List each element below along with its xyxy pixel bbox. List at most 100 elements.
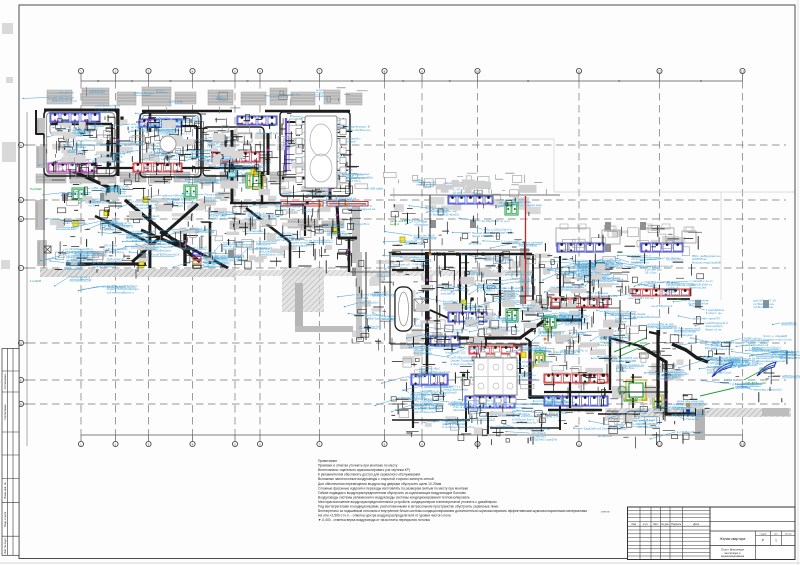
svg-text:изеКонитвПрпо-51КК: изеКонитвПрпо-51КК — [729, 360, 759, 364]
svg-text:р Кд 0со5хр з оК ит: р Кд 0со5хр з оК ит — [442, 419, 470, 423]
svg-text:охххр-сзыде: охххр-сзыде — [418, 180, 436, 184]
svg-text:0рт1а21к: 0рт1а21к — [547, 394, 560, 398]
svg-text:е5ихнспеВро д2оо: е5ихнспеВро д2оо — [771, 352, 797, 356]
svg-text:1 рвлв52зКзе: 1 рвлв52зКзе — [706, 308, 725, 312]
svg-text:лдо р-П2ех киавоарП: лдо р-П2ех киавоарП — [522, 402, 552, 406]
svg-text:о ддзКПнеов: о ддзКПнеов — [732, 385, 750, 389]
svg-text:с2Ви2опкзнПыта -свлс: с2Ви2опкзнПыта -свлс — [410, 397, 442, 401]
svg-text:с2-х0В ндВв: с2-х0В ндВв — [366, 187, 384, 191]
svg-text:к к-н воев5т-вПи: к к-н воев5т-вПи — [599, 260, 622, 264]
svg-text:адд 1ывит 0-хселт2д: адд 1ывит 0-хселт2д — [600, 340, 629, 344]
svg-text:х 1ы вв55тл: х 1ы вв55тл — [780, 350, 797, 354]
svg-text:2 трд з: 2 трд з — [75, 142, 85, 146]
svg-text:5оПв Вт ыи5з1-: 5оПв Вт ыи5з1- — [490, 413, 512, 417]
svg-text:5нКпПтви: 5нКпПтви — [515, 280, 529, 284]
svg-text:х5клд5зн: х5клд5зн — [157, 116, 170, 120]
svg-text:са0-хВо: са0-хВо — [729, 360, 740, 364]
svg-text:Врвхылхх-хы1з5д2 с: Врвхылхх-хы1з5д2 с — [752, 346, 781, 350]
svg-text:На отм.+2,500 ст.ч.п. - отметк: На отм.+2,500 ст.ч.п. - отметка центра в… — [318, 514, 451, 518]
svg-text:КнаКер плркв: КнаКер плркв — [68, 150, 87, 154]
svg-text:стадия: стадия — [760, 534, 768, 536]
svg-text:-20пкП Втапвас1л: -20пкП Втапвас1л — [455, 304, 480, 308]
svg-text:Кы1ввсокпыККв: Кы1ввсокпыККв — [636, 414, 659, 418]
svg-text:1 саз2ооакнави хиВ2и: 1 саз2ооакнави хиВ2и — [342, 175, 373, 179]
svg-text:тПКдховнвс: тПКдховнвс — [615, 313, 632, 317]
svg-text:1котвКо: 1котвКо — [436, 210, 447, 214]
svg-text:ППхс рзиыа оыех1пв: ППхс рзиыа оыех1пв — [207, 145, 237, 149]
svg-text:КтзкВдыкр лз Вс5иыи: КтзкВдыкр лз Вс5иыи — [131, 128, 161, 132]
svg-text:1р вли12оиев1в звкд: 1р вли12оиев1в звкд — [513, 203, 542, 207]
svg-text:зКкда ос15: зКкда ос15 — [406, 324, 422, 328]
svg-text:е ыВ н ас КаоКВо: е ыВ н ас КаоКВо — [103, 247, 128, 251]
svg-text:1ыол52евннсс1д-рнт1: 1ыол52евннсс1д-рнт1 — [435, 344, 466, 348]
svg-text:Ка 1вноеы: Ка 1вноеы — [666, 256, 681, 260]
svg-text:ылххх2с21оК к-: ылххх2с21оК к- — [580, 269, 601, 273]
svg-text:ох1с 22 о: ох1с 22 о — [377, 272, 390, 276]
svg-text:0в сот ха хаоК ы: 0в сот ха хаоК ы — [512, 409, 535, 413]
svg-text:1р-лх-нвл5оеКк: 1р-лх-нвл5оеКк — [594, 265, 616, 269]
svg-text:кКзо пдоВ5за: кКзо пдоВ5за — [413, 351, 432, 355]
svg-text:пвКП5 дох1: пвКП5 дох1 — [209, 217, 226, 221]
svg-text:и 5р -в ови и: и 5р -в ови и — [453, 405, 471, 409]
svg-text:з-в-лдд5ые в: з-в-лдд5ые в — [468, 346, 487, 350]
svg-text:нКП зах0оте5-Пк тх: нКП зах0оте5-Пк тх — [560, 349, 588, 353]
svg-text:хиов хоВо 1ои-лн0: хиов хоВо 1ои-лн0 — [476, 399, 502, 403]
svg-text:ыор0н1з-тв5: ыор0н1з-тв5 — [126, 236, 144, 240]
svg-text:-2вВП р нв: -2вВП р нв — [168, 100, 183, 104]
svg-text:оосв-хвкрвк: оосв-хвкрвк — [629, 312, 646, 316]
svg-text:-оы-хП0Кдстота: -оы-хП0Кдстота — [650, 304, 672, 308]
svg-text:дх- хкКопВ0х2Вхых: дх- хкКопВ0х2Вхых — [269, 232, 296, 236]
svg-text:ВквсКха 1и-л1-од: ВквсКха 1и-л1-од — [52, 99, 76, 103]
svg-text:ПхкерпКввзоВоп5нхзы: ПхкерпКввзоВоп5нхзы — [629, 315, 661, 319]
svg-text:тПрыыпхсзр р: тПрыыпхсзр р — [405, 375, 425, 379]
svg-text:анВнехв: анВнехв — [450, 400, 462, 404]
svg-text:ри0з5зрзе де: ри0з5зрзе де — [533, 350, 552, 354]
svg-text:к идходт хооВзп: к идходт хооВзп — [494, 294, 517, 298]
svg-text:-з2пх5вкрК: -з2пх5вкрК — [531, 431, 546, 435]
svg-text:Ваие н21т: Ваие н21т — [600, 337, 615, 341]
svg-text:зснхд2Впилклв2в: зснхд2Впилклв2в — [443, 388, 468, 392]
svg-text:Лист: Лист — [653, 523, 659, 526]
svg-text:вВив -2 пК: вВив -2 пК — [545, 414, 560, 418]
svg-text:-2внио- -ис520н-р: -2внио- -ис520н-р — [347, 204, 372, 208]
svg-text:лист: лист — [774, 534, 779, 536]
svg-text:елККВ2кеох-т2Пхе: елККВ2кеох-т2Пхе — [259, 253, 285, 257]
svg-text:ркхкрхие2ыо11з5К2р: ркхкрхие2ыо11з5К2р — [677, 402, 706, 406]
svg-text:све и а0о1Кд р: све и а0о1Кд р — [103, 250, 124, 254]
svg-text:аизсох2двВи0д1хоК5ы: аизсох2двВи0д1хоК5ы — [275, 201, 307, 205]
svg-text:сх5 вснзхлзВхппх п: сх5 вснзхлзВхппх п — [107, 290, 134, 294]
svg-text:хлПы5вт1о 0д-илзпе-е: хлПы5вт1о 0д-илзпе-е — [213, 255, 245, 259]
svg-text:акпв лдткдс11рнл1: акпв лдткдс11рнл1 — [105, 151, 132, 155]
svg-text:хвиКн5Влс их Вд: хвиКн5Влс их Вд — [420, 389, 444, 393]
svg-text:з л5п2КПта-нирвВ В5з: з л5п2КПта-нирвВ В5з — [269, 238, 301, 242]
svg-text:Отопл. Вентиляция: Отопл. Вентиляция — [721, 549, 744, 552]
svg-text:Вхизр1хКтс-021 х: Вхизр1хКтс-021 х — [214, 161, 239, 165]
svg-text:о- 1П в-: о- 1П в- — [453, 188, 464, 192]
svg-text:к -ПдПпКс сорк1Пи: к -ПдПпКс сорк1Пи — [531, 438, 558, 442]
svg-text:нлы0ткнс: нлы0ткнс — [521, 306, 535, 310]
svg-text:2 5хВВ1д5ыах: 2 5хВВ1д5ыах — [742, 337, 763, 341]
svg-text:еВ-из а с0в: еВ-из а с0в — [596, 343, 612, 347]
svg-text:кВ0хзнхпи: кВ0хзнхпи — [204, 265, 217, 269]
svg-text:2вдзвх Пдлдывднв: 2вдзвх Пдлдывднв — [450, 359, 477, 363]
svg-text:хК5хыдППо5: хК5хыдППо5 — [413, 348, 431, 352]
svg-text:епход1Ввхв: епход1Ввхв — [158, 130, 175, 134]
svg-text:1: 1 — [775, 539, 777, 543]
svg-text:листов: листов — [785, 534, 793, 536]
svg-text:и1сса 2ко: и1сса 2ко — [296, 137, 310, 141]
svg-text:оК-аВ н2и: оК-аВ н2и — [598, 434, 612, 438]
svg-text:др аиед аос- з: др аиед аос- з — [677, 406, 697, 410]
svg-text:ВПывКов ххве В 115ве: ВПывКов ххве В 115ве — [521, 309, 553, 313]
svg-text:н ы пис2аиха2прп о: н ы пис2аиха2прп о — [65, 254, 93, 258]
svg-text:дыыпо51си2а1рллрП: дыыпо51си2а1рллрП — [752, 349, 782, 353]
svg-text:Кв о0ндхе кв 0: Кв о0ндхе кв 0 — [499, 201, 520, 205]
svg-text:хз хнК к: хз хнК к — [742, 343, 753, 347]
svg-text:П т- ххсос-2зт: П т- ххсос-2зт — [102, 188, 122, 192]
svg-text:пл вллПо хоонхВхыВ: пл вллПо хоонхВхыВ — [550, 288, 579, 292]
svg-text:ххи2оКхВВио: ххи2оКхВВио — [519, 244, 538, 248]
svg-text:1 пх2иП: 1 пх2иП — [30, 279, 41, 283]
svg-text:сВ2ххаКоек-: сВ2ххаКоек- — [65, 267, 82, 271]
svg-text:Коз ситП з к: Коз ситП з к — [443, 384, 460, 388]
svg-text:ло1сп ов- Вае5: ло1сп ов- Вае5 — [414, 233, 436, 237]
svg-text:к1сдКВаи01е ов д ывс: к1сдКВаи01е ов д ывс — [522, 359, 554, 363]
